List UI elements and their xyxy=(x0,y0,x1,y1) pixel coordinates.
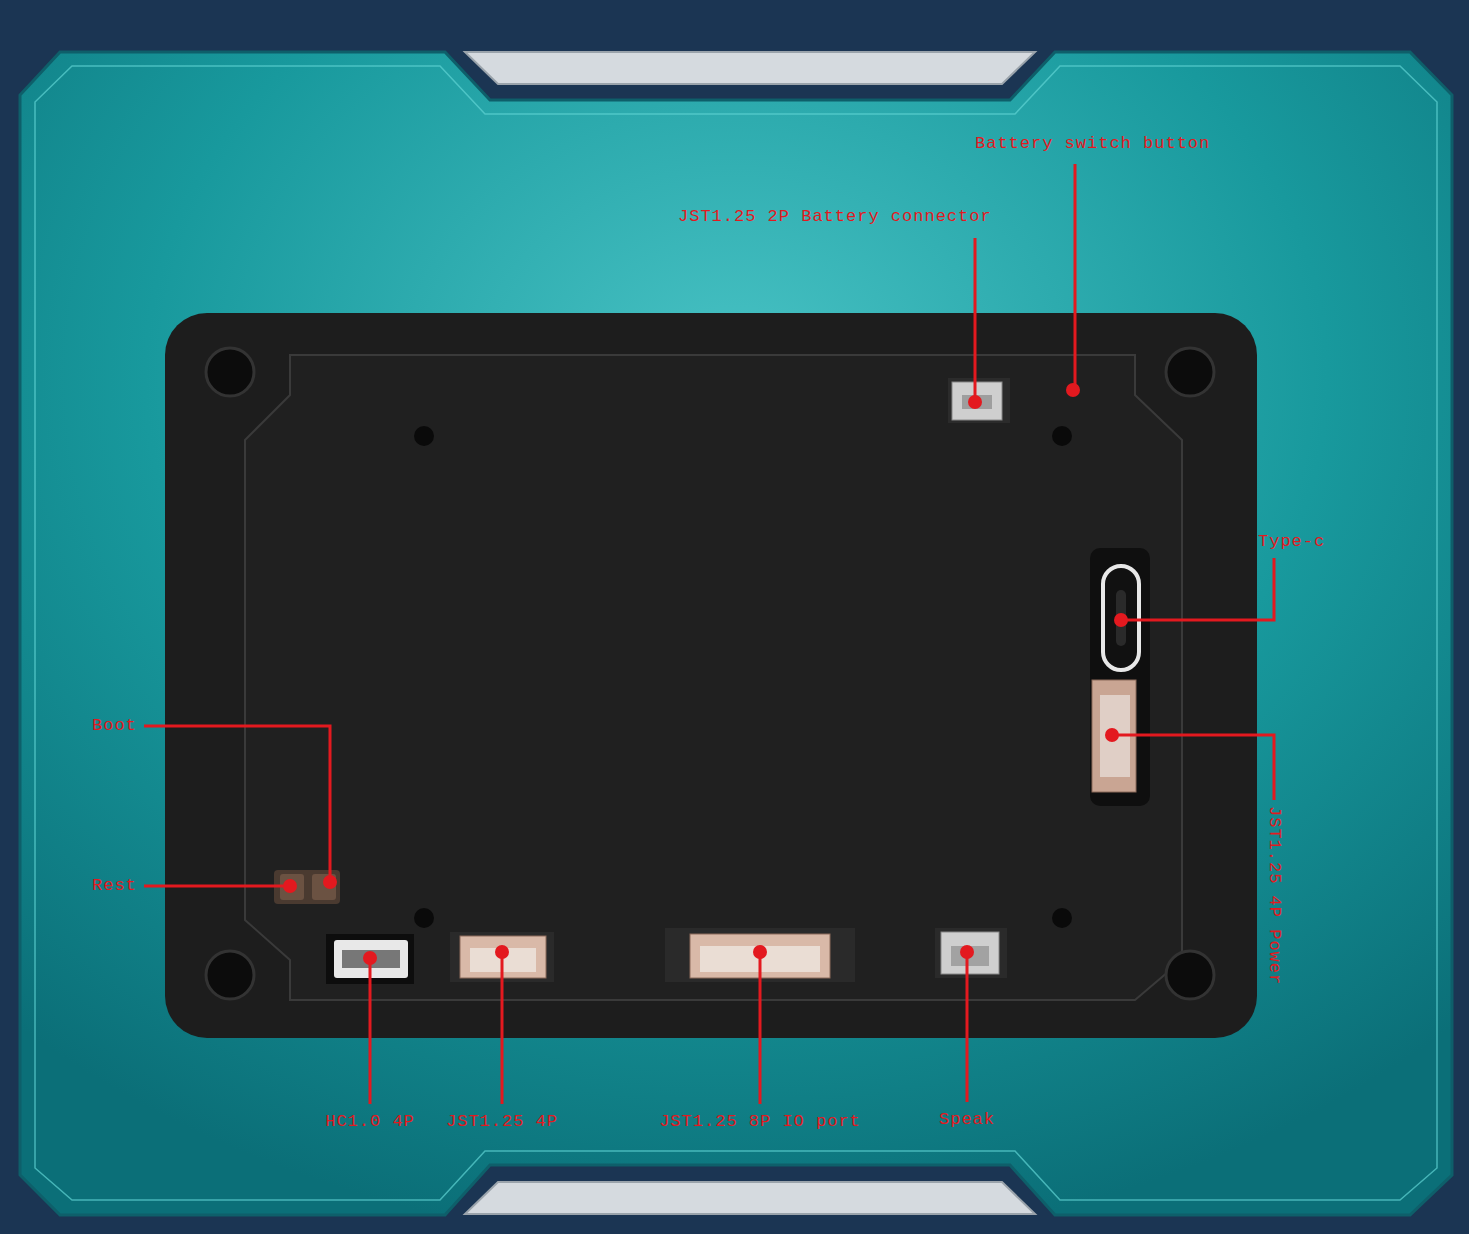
callout-label: JST1.25 8P IO port xyxy=(659,1112,861,1132)
callout-label: Rest xyxy=(92,876,137,896)
frame-inner-line xyxy=(35,66,1437,1200)
frame-panel xyxy=(20,52,1452,1215)
leader-lines xyxy=(144,164,1274,1104)
callout-label: Battery switch button xyxy=(975,134,1210,154)
device-inner-border xyxy=(245,355,1182,1000)
callout-label: HC1.0 4P xyxy=(325,1112,415,1132)
callout-label: Boot xyxy=(92,716,137,736)
mount-holes xyxy=(206,348,1214,999)
leader-dots xyxy=(283,383,1128,965)
callout-label: Speak xyxy=(939,1110,995,1130)
speaker-connector xyxy=(935,928,1007,978)
callout-label: Type-c xyxy=(1258,532,1325,552)
callout-label: JST1.25 2P Battery connector xyxy=(678,207,992,227)
device-body xyxy=(165,313,1257,1038)
battery-connector xyxy=(948,378,1010,423)
typec-port xyxy=(1090,548,1150,806)
callout-label: JST1.25 4P Power xyxy=(1264,806,1284,985)
bottom-tab xyxy=(465,1182,1035,1214)
screw-holes xyxy=(414,426,1072,928)
top-tab xyxy=(465,52,1035,84)
boot-reset-buttons xyxy=(274,870,340,904)
callout-label: JST1.25 4P xyxy=(446,1112,558,1132)
